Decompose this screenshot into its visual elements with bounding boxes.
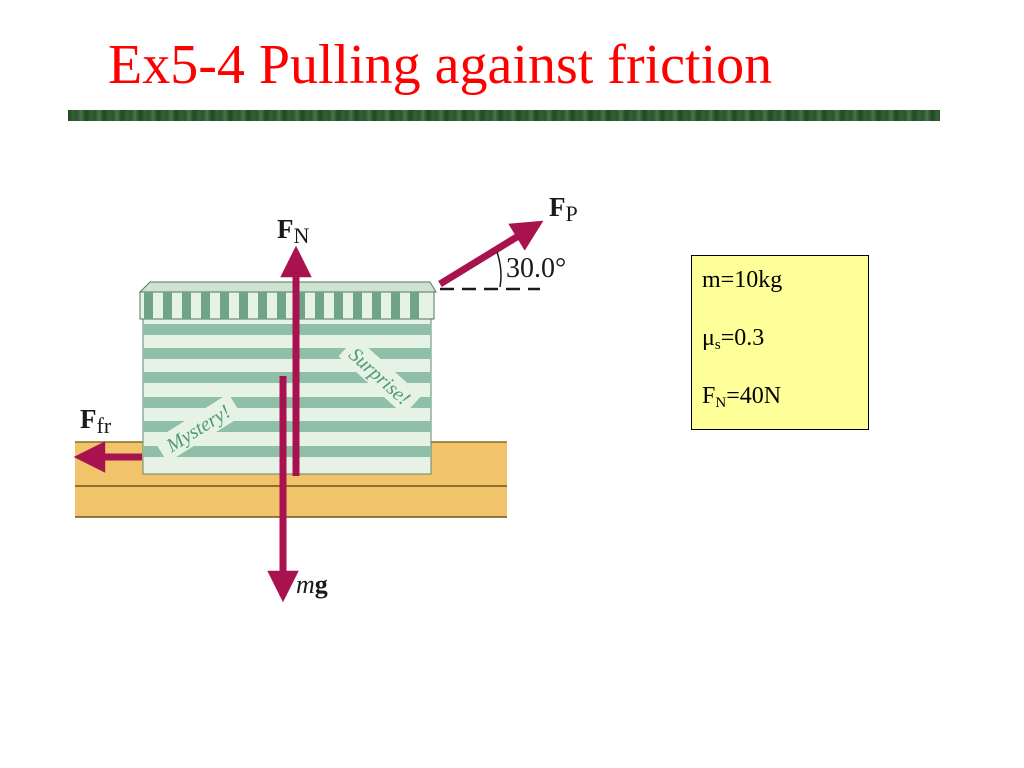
normal-force-value: FN=40N	[702, 383, 782, 411]
friction-force-label: Ffr	[80, 404, 112, 438]
gift-box: Mystery! Surprise!	[138, 281, 437, 475]
pull-force-arrow	[438, 220, 544, 287]
weight-label: mg	[296, 570, 328, 599]
static-friction-coefficient: μs=0.3	[702, 325, 765, 353]
mass-value: m=10kg	[702, 267, 783, 293]
angle-arc	[496, 251, 502, 288]
pull-force-label: FP	[549, 192, 578, 226]
normal-force-label: FN	[277, 214, 310, 248]
slide-title: Ex5-4 Pulling against friction	[108, 34, 773, 96]
title-divider	[68, 110, 940, 121]
angle-label: 30.0°	[506, 253, 566, 284]
given-values-box: m=10kg μs=0.3 FN=40N	[691, 255, 869, 430]
